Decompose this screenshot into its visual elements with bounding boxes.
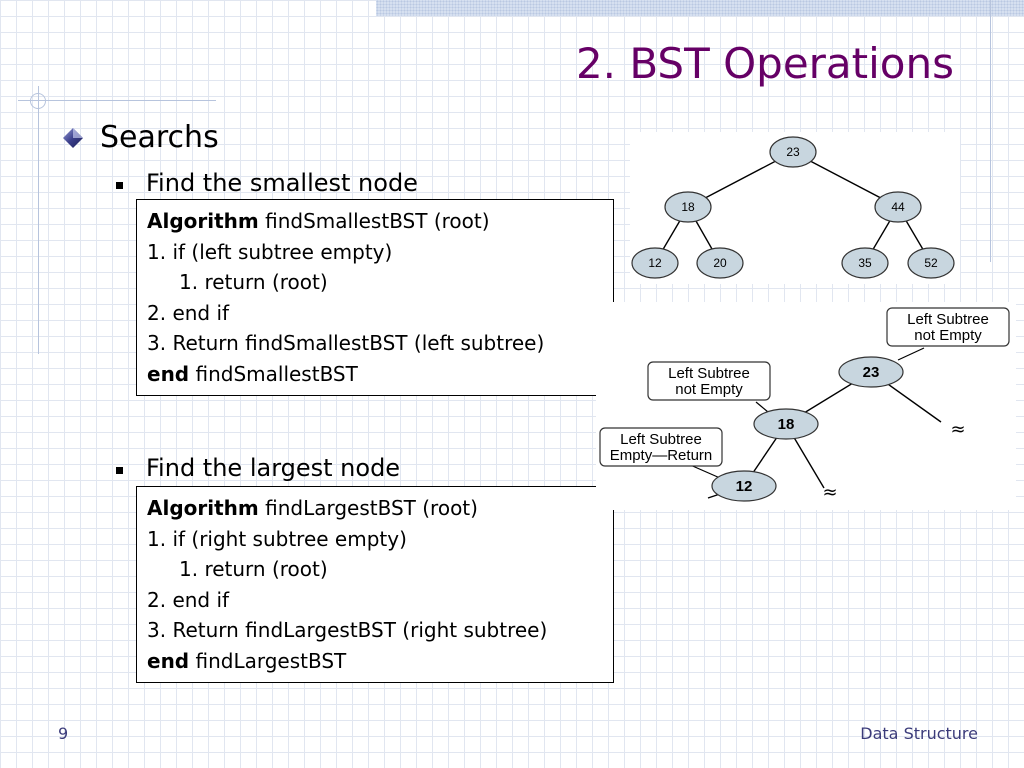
algorithm-line: 2. end if [147, 298, 613, 329]
algorithm-text: findSmallestBST [189, 361, 358, 386]
svg-text:20: 20 [713, 256, 727, 270]
omitted-subtree-icon: ≈ [822, 482, 837, 503]
diamond-bullet-icon [63, 128, 83, 148]
svg-text:52: 52 [924, 256, 938, 270]
algorithm-line: Algorithm findSmallestBST (root) [147, 206, 613, 237]
algorithm-text: 1. if (right subtree empty) [147, 526, 407, 551]
square-bullet-icon [116, 182, 123, 189]
algorithm-line: 1. if (left subtree empty) [147, 237, 613, 268]
page-number: 9 [58, 724, 69, 743]
svg-text:18: 18 [778, 416, 795, 433]
tree-node-23: 23 [769, 136, 817, 168]
svg-text:12: 12 [648, 256, 662, 270]
callout-root: Left Subtree not Empty [886, 307, 1010, 347]
callout-node-12: Left Subtree Empty—Return [599, 427, 723, 467]
decorative-vertical-line-left [38, 86, 39, 354]
algorithm-text: 1. return (root) [179, 557, 328, 581]
svg-text:Left Subtree: Left Subtree [620, 431, 702, 448]
algorithm-keyword: Algorithm [147, 496, 259, 520]
tree-node-44: 44 [874, 191, 922, 223]
algorithm-keyword: Algorithm [147, 209, 259, 233]
header-pattern-band [376, 0, 1024, 16]
algorithm-text: 1. if (left subtree empty) [147, 239, 393, 264]
section-searchs: Searchs [100, 120, 219, 155]
algorithm-text: findLargestBST (root) [258, 496, 478, 520]
path-node-18: 18 [753, 408, 819, 440]
algorithm-line: 3. Return findLargestBST (right subtree) [147, 615, 613, 646]
algorithm-line: 3. Return findSmallestBST (left subtree) [147, 328, 613, 359]
algorithm-text: 3. Return findSmallestBST (left subtree) [147, 331, 545, 355]
callout-node-18: Left Subtree not Empty [647, 361, 771, 401]
largest-algorithm-box: Algorithm findLargestBST (root)1. if (ri… [136, 486, 614, 683]
path-node-23: 23 [838, 356, 904, 388]
algorithm-text: 2. end if [147, 300, 230, 325]
tree-node-12: 12 [631, 247, 679, 279]
algorithm-text: 1. return (root) [179, 270, 328, 294]
bst-tree-svg: 23 18 44 12 20 35 52 [631, 136, 955, 279]
omitted-subtree-icon: ≈ [950, 419, 965, 440]
decorative-vertical-line-right [990, 0, 991, 262]
tree-node-18: 18 [664, 191, 712, 223]
tree-node-52: 52 [907, 247, 955, 279]
algorithm-line: 2. end if [147, 585, 613, 616]
svg-text:not Empty: not Empty [914, 327, 982, 344]
algorithm-line: 1. if (right subtree empty) [147, 524, 613, 555]
slide-title: 2. BST Operations [575, 39, 954, 88]
decorative-horizontal-line [18, 100, 216, 101]
svg-text:Left Subtree: Left Subtree [668, 365, 750, 382]
svg-text:Left Subtree: Left Subtree [907, 311, 989, 328]
search-path-figure: Left Subtree not Empty Left Subtree not … [596, 302, 1016, 510]
svg-text:not Empty: not Empty [675, 381, 743, 398]
footer-title: Data Structure [860, 724, 978, 743]
algorithm-keyword: end [147, 648, 190, 673]
algorithm-line: Algorithm findLargestBST (root) [147, 493, 613, 524]
algorithm-text: 3. Return findLargestBST (right subtree) [147, 618, 548, 642]
algorithm-text: findLargestBST [189, 648, 347, 673]
algorithm-text: findSmallestBST (root) [258, 209, 490, 233]
algorithm-text: 2. end if [147, 587, 230, 612]
search-path-svg: Left Subtree not Empty Left Subtree not … [599, 307, 1010, 503]
tree-node-20: 20 [696, 247, 744, 279]
decorative-crosshair-icon [30, 93, 46, 109]
algorithm-line: end findSmallestBST [147, 359, 613, 390]
smallest-algorithm-box: Algorithm findSmallestBST (root)1. if (l… [136, 199, 614, 396]
svg-text:23: 23 [863, 364, 880, 381]
path-node-12: 12 [711, 470, 777, 502]
largest-heading: Find the largest node [146, 454, 401, 482]
svg-text:23: 23 [786, 145, 800, 159]
svg-text:18: 18 [681, 200, 695, 214]
smallest-heading: Find the smallest node [146, 169, 418, 197]
algorithm-keyword: end [147, 361, 190, 386]
algorithm-line: end findLargestBST [147, 646, 613, 677]
algorithm-line: 1. return (root) [147, 267, 613, 298]
svg-text:44: 44 [891, 200, 905, 214]
svg-text:Empty—Return: Empty—Return [610, 447, 713, 464]
svg-text:35: 35 [858, 256, 872, 270]
algorithm-line: 1. return (root) [147, 554, 613, 585]
tree-node-35: 35 [841, 247, 889, 279]
bst-tree-figure: 23 18 44 12 20 35 52 [630, 132, 960, 284]
svg-text:12: 12 [736, 478, 753, 495]
square-bullet-icon [116, 467, 123, 474]
